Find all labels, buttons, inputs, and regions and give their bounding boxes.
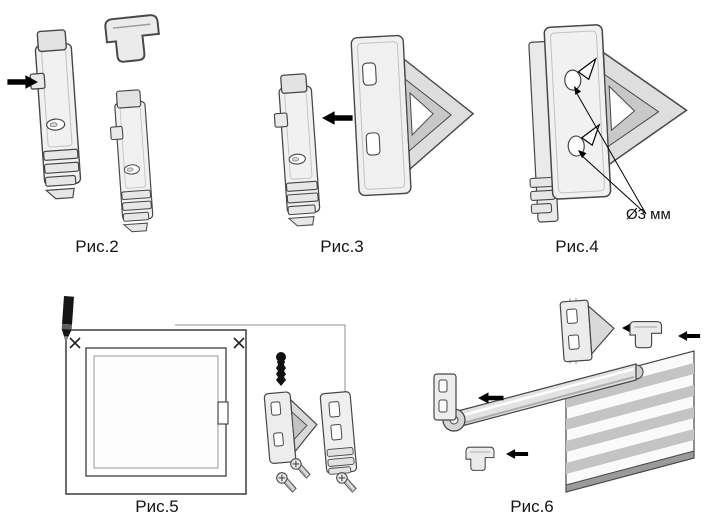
- bracket-front-view: [319, 391, 358, 475]
- arrow-icon: [678, 331, 701, 341]
- bracket-side-view: [263, 391, 318, 465]
- diameter-annotation: Ø3 мм: [626, 206, 671, 223]
- bracket-left: [26, 28, 83, 201]
- wall-plug-icon: [276, 352, 286, 386]
- figure-2: [6, 6, 198, 238]
- screw-icon: [290, 458, 311, 479]
- assembled-bracket: [528, 24, 688, 223]
- pencil-mark-left: [69, 337, 81, 349]
- drill-hole-top: [564, 69, 582, 91]
- figure-4-caption: Рис.4: [555, 237, 599, 256]
- top-bracket: [559, 299, 615, 363]
- white-arrow-icon: [580, 123, 601, 147]
- figure-5-caption: Рис.5: [135, 497, 179, 516]
- bottom-clip: [465, 446, 495, 471]
- figure-2-illustration: [7, 13, 163, 234]
- left-bracket: [433, 373, 457, 421]
- window-frame: [65, 329, 247, 495]
- figure-5-illustration: [61, 296, 358, 495]
- leader-lines: [571, 84, 647, 215]
- pencil-icon: [61, 296, 74, 343]
- bracket-right: [107, 88, 155, 234]
- figure-6-caption: Рис.6: [510, 497, 554, 516]
- window-handle: [217, 401, 229, 425]
- figure-6: [426, 298, 710, 498]
- arrow-icon: [322, 111, 353, 125]
- figure-4-illustration: [528, 24, 688, 223]
- figure-4: Ø3 мм: [516, 18, 712, 252]
- wall-mount-bracket: [350, 34, 474, 197]
- figure-6-illustration: [433, 298, 701, 493]
- screw-icon: [276, 472, 297, 493]
- figure-5: [50, 296, 358, 502]
- pencil-mark-right: [233, 337, 245, 349]
- end-cap-clip: [629, 321, 663, 349]
- figure-3-illustration: [271, 34, 474, 228]
- figure-2-caption: Рис.2: [75, 237, 119, 256]
- arrow-icon: [506, 449, 529, 459]
- screw-icon: [336, 472, 357, 493]
- figure-3-caption: Рис.3: [320, 237, 364, 256]
- figure-3: [256, 18, 474, 252]
- bracket: [271, 72, 322, 228]
- mounting-clip: [103, 13, 163, 65]
- white-arrow-icon: [577, 57, 597, 81]
